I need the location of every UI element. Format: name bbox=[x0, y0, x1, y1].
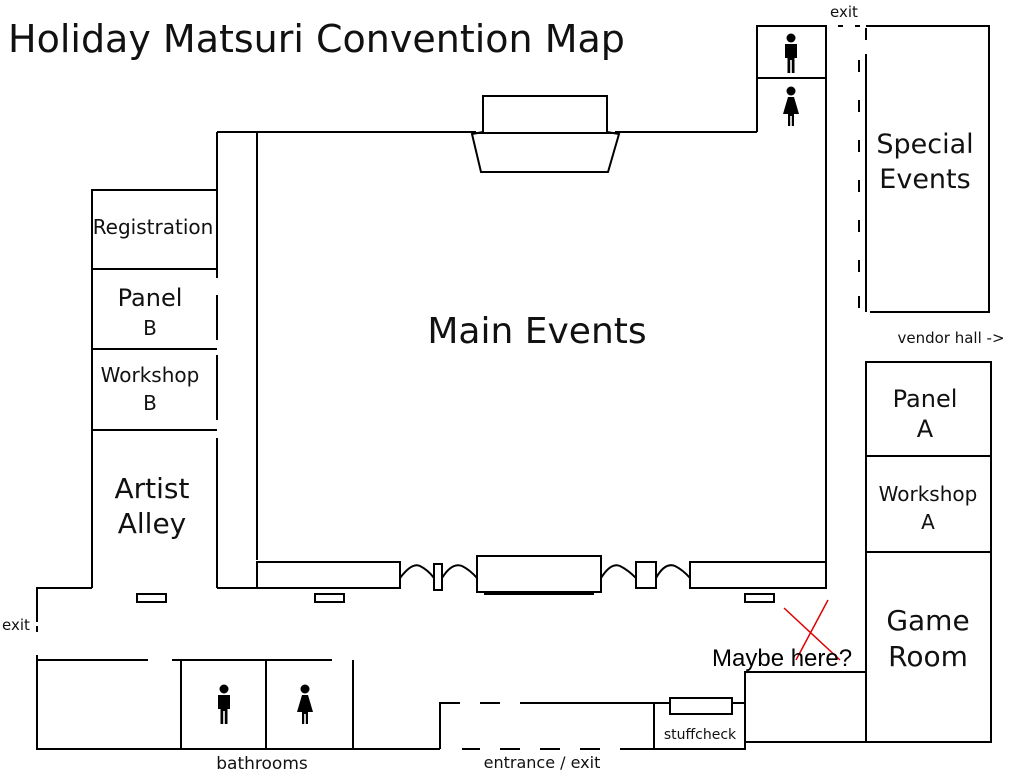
left-rooms bbox=[91, 189, 218, 588]
room-label-artist-alley-line1: Artist bbox=[115, 472, 190, 505]
main-events-south-wall bbox=[256, 555, 827, 595]
woman-icon-top bbox=[783, 86, 799, 126]
entrance-label: entrance / exit bbox=[484, 753, 601, 772]
room-label-panel-a-line1: Panel bbox=[893, 385, 958, 413]
room-label-main-events: Main Events bbox=[427, 311, 646, 352]
room-label-panel-a-line2: A bbox=[917, 415, 934, 443]
room-label-game-room-line2: Room bbox=[888, 640, 968, 673]
room-label-workshop-b-line2: B bbox=[143, 391, 157, 415]
lower-corridor bbox=[36, 587, 775, 750]
red-x-mark bbox=[783, 599, 841, 661]
room-label-workshop-a-line2: A bbox=[921, 510, 935, 534]
map-title: Holiday Matsuri Convention Map bbox=[8, 17, 625, 61]
top-right-area bbox=[756, 25, 990, 588]
room-label-special-events-line2: Events bbox=[879, 164, 970, 195]
room-label-game-room-line1: Game bbox=[886, 604, 969, 637]
room-label-workshop-b-line1: Workshop bbox=[101, 363, 200, 387]
stuffcheck-label: stuffcheck bbox=[664, 727, 737, 743]
man-icon-top bbox=[785, 33, 797, 73]
exit-left-label: exit bbox=[2, 616, 30, 634]
main-events-hall bbox=[256, 95, 827, 562]
right-rooms bbox=[744, 361, 992, 749]
woman-icon bbox=[297, 684, 313, 724]
man-icon bbox=[218, 684, 230, 724]
room-label-artist-alley-line2: Alley bbox=[118, 507, 187, 540]
room-label-special-events-line1: Special bbox=[876, 129, 973, 160]
maybe-here-note: Maybe here? bbox=[712, 645, 852, 672]
room-label-panel-b-line2: B bbox=[143, 316, 157, 340]
room-label-workshop-a-line1: Workshop bbox=[879, 482, 978, 506]
bathrooms-label: bathrooms bbox=[216, 754, 308, 774]
entrance-area bbox=[439, 697, 746, 750]
vendor-hall-label: vendor hall -> bbox=[897, 329, 1004, 347]
room-label-registration: Registration bbox=[93, 215, 214, 239]
room-label-panel-b-line1: Panel bbox=[118, 284, 183, 312]
exit-top-label: exit bbox=[830, 3, 858, 21]
